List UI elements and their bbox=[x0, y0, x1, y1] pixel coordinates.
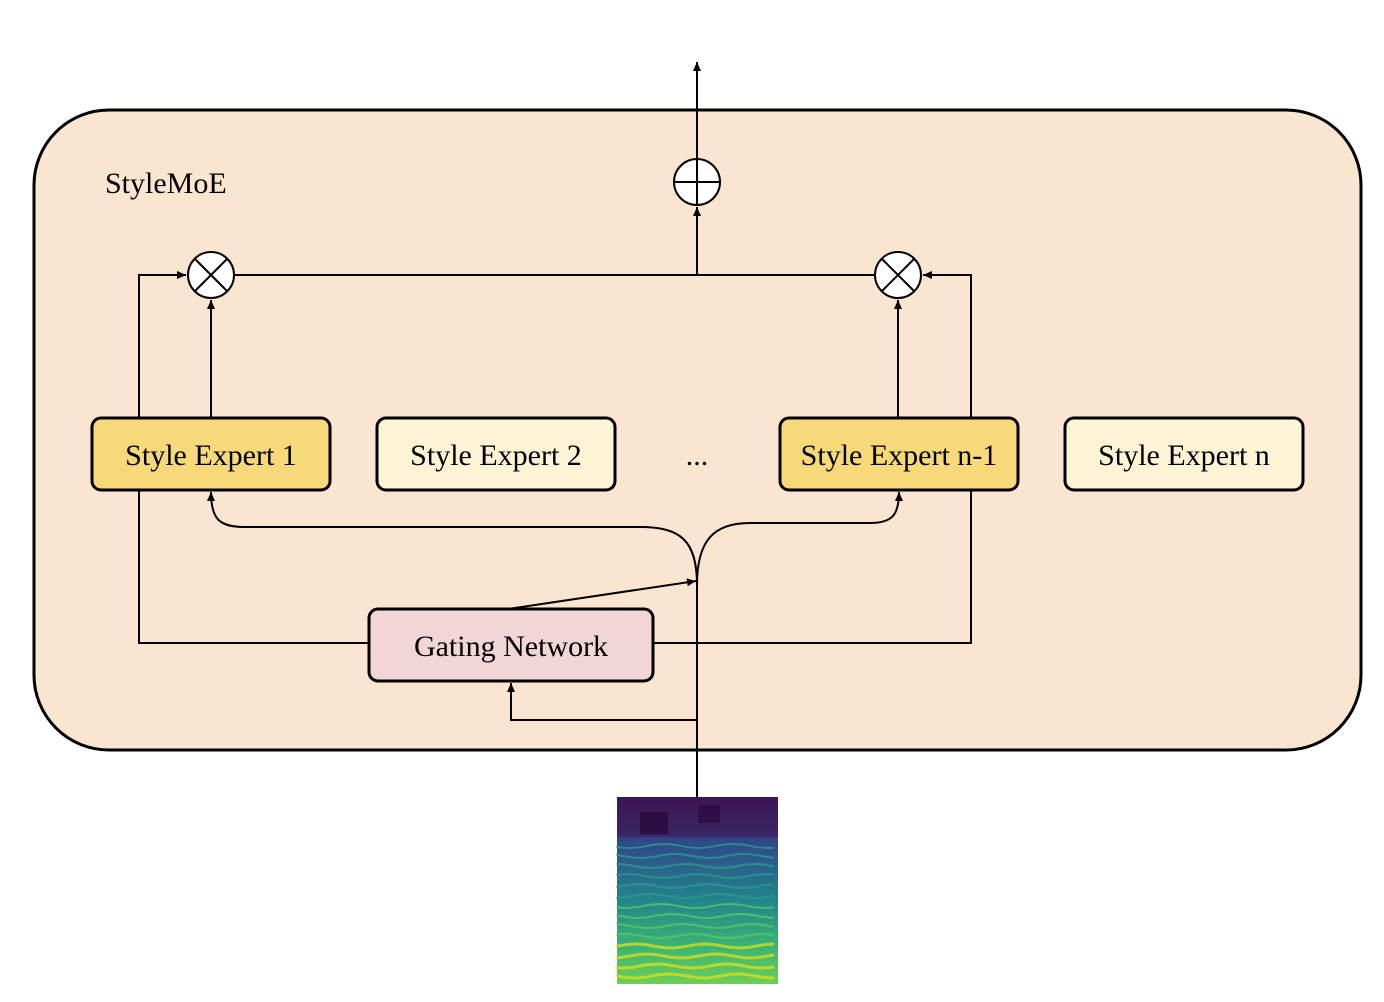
multiply-icon bbox=[187, 251, 235, 299]
spectrogram-harmonic bbox=[615, 962, 775, 970]
gate-to-router-arrow bbox=[507, 578, 697, 610]
spectrogram-harmonic bbox=[616, 862, 774, 870]
expert-label: Style Expert n bbox=[1098, 439, 1270, 472]
multiply-icon bbox=[874, 251, 922, 299]
spectrogram-harmonic bbox=[615, 952, 775, 960]
expert-box-2: Style Expert 2 bbox=[375, 416, 617, 492]
route-to-expert1 bbox=[207, 491, 698, 586]
expert-box-1: Style Expert 1 bbox=[90, 416, 332, 492]
spectrogram-harmonic bbox=[616, 902, 774, 910]
spectrogram-harmonic bbox=[616, 872, 774, 880]
gating-network-box: Gating Network bbox=[367, 607, 655, 683]
expert-box-n-1: Style Expert n-1 bbox=[778, 416, 1020, 492]
spectrogram-image bbox=[615, 797, 778, 984]
spectrogram-harmonic bbox=[616, 922, 774, 930]
spectrogram-harmonic bbox=[616, 882, 774, 890]
expert-label: Style Expert 2 bbox=[410, 439, 582, 472]
spectrogram-harmonic bbox=[616, 852, 774, 860]
spectrogram-harmonic bbox=[616, 892, 774, 900]
route-to-expert-n1 bbox=[696, 491, 903, 586]
input-to-gating-arrow bbox=[507, 683, 697, 721]
gating-network-label: Gating Network bbox=[414, 630, 608, 663]
expert-label: Style Expert 1 bbox=[125, 439, 297, 472]
add-icon bbox=[673, 158, 721, 206]
module-title: StyleMoE bbox=[105, 167, 227, 200]
expert-label: Style Expert n-1 bbox=[801, 439, 998, 472]
spectrogram-harmonic bbox=[616, 842, 774, 850]
spectrogram-harmonic bbox=[615, 942, 775, 950]
spectrogram-harmonic bbox=[616, 912, 774, 920]
spectrogram-harmonic bbox=[615, 972, 775, 980]
experts-ellipsis: ... bbox=[686, 439, 709, 472]
spectrogram-harmonic bbox=[616, 932, 774, 940]
expert-box-n: Style Expert n bbox=[1063, 416, 1305, 492]
